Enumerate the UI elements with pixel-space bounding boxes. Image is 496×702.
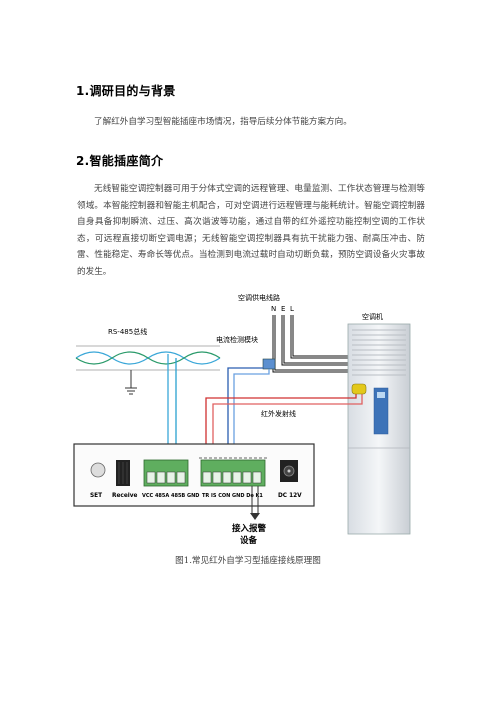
figure-caption: 图1.常见红外自学习型插座接线原理图 — [175, 556, 321, 566]
receive-label: Receive — [112, 493, 138, 499]
air-conditioner-unit — [347, 323, 411, 535]
wiring-diagram: 空调供电线路 N E L — [56, 288, 436, 553]
current-module-label: 电流检测模块 — [216, 335, 258, 344]
section-2-paragraph: 无线智能空调控制器可用于分体式空调的远程管理、电量监测、工作状态管理与检测等领域… — [77, 184, 425, 277]
alarm-wires — [251, 486, 259, 514]
rs485-label: RS-485总线 — [108, 327, 147, 336]
rs485-bus — [75, 345, 221, 371]
controller-box — [73, 443, 315, 507]
rs485-terminal-label: VCC 485A 485B GND — [142, 493, 199, 499]
control-terminal-label: TR IS CON GND Do K1 — [202, 493, 263, 499]
alarm-label-line2: 设备 — [240, 535, 258, 546]
ir-wires — [205, 393, 363, 469]
ground-symbol — [125, 370, 137, 395]
set-button-label: SET — [90, 493, 102, 499]
ir-line-label: 红外发射线 — [261, 409, 296, 418]
power-wires — [272, 315, 348, 373]
phase-n-label: N — [271, 305, 276, 313]
phase-l-label: L — [290, 305, 294, 313]
dc-power-label: DC 12V — [278, 493, 302, 499]
phase-e-label: E — [281, 305, 285, 313]
power-line-label: 空调供电线路 — [238, 293, 280, 302]
section-1-paragraph: 了解红外自学习型智能插座市场情况，指导后续分体节能方案方向。 — [94, 117, 352, 127]
ir-emitter — [351, 383, 367, 395]
alarm-label-line1: 接入报警 — [232, 523, 267, 534]
current-sensor — [262, 358, 276, 370]
section-2-heading: 2.智能插座简介 — [76, 154, 164, 168]
section-1-heading: 1.调研目的与背景 — [76, 84, 176, 98]
air-conditioner-label: 空调机 — [362, 312, 383, 321]
